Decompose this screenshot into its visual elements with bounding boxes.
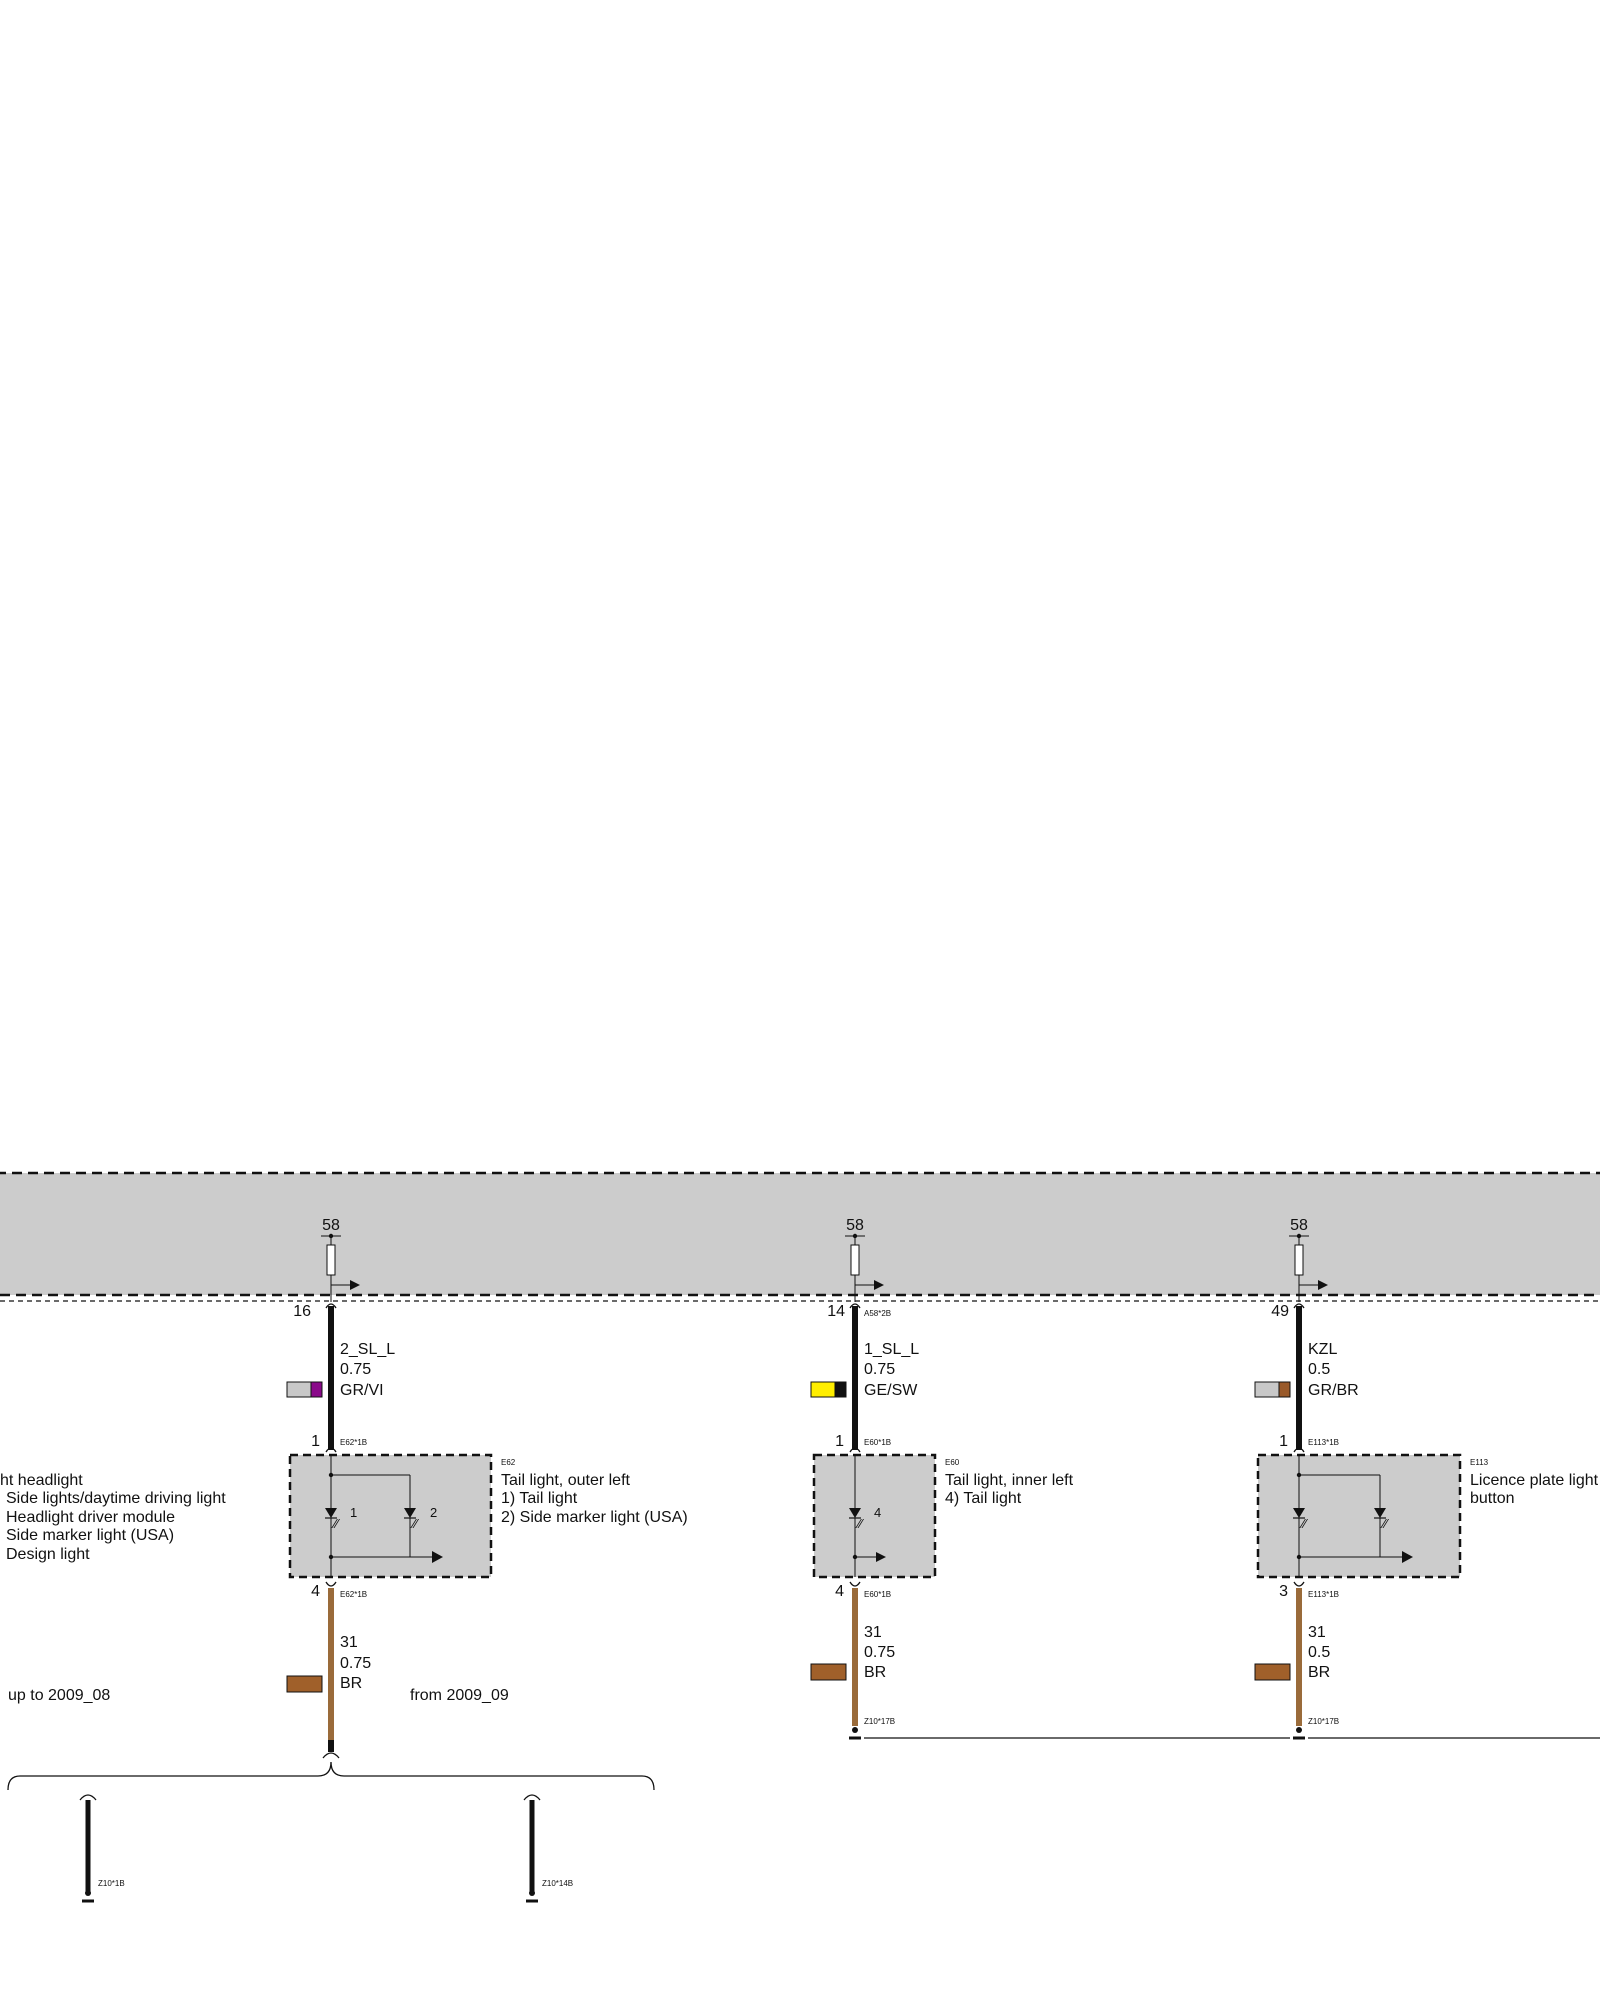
left-partial-line-1: Side lights/daytime driving light (6, 1490, 226, 1507)
circuit-e62: 58 16 2_SL_L 0.75 GR/VI 1 E62*1B (286, 1217, 688, 1759)
svg-text:⁄⁄: ⁄⁄ (855, 1516, 864, 1531)
variant-split: up to 2009_08 from 2009_09 Z10*1B Z10*14… (7, 1687, 655, 1903)
supply-terminal-label: 58 (846, 1217, 864, 1234)
wire-size: 0.5 (1308, 1361, 1330, 1378)
ground-point: Z10*17B (864, 1717, 895, 1726)
left-partial-component: ht headlight Side lights/daytime driving… (0, 1472, 226, 1563)
ground-wire-color: BR (864, 1664, 886, 1681)
ground-wire-size: 0.75 (864, 1644, 895, 1661)
connector-out: E62*1B (340, 1590, 367, 1599)
component-e62: ⁄⁄ ⁄⁄ 1 2 (288, 1453, 493, 1579)
wire-name: 2_SL_L (340, 1341, 395, 1358)
connector-out: E60*1B (864, 1590, 891, 1599)
diode-label-1: 1 (350, 1505, 357, 1520)
svg-text:⁄⁄: ⁄⁄ (410, 1516, 419, 1531)
ground-wire-name: 31 (1308, 1624, 1326, 1641)
svg-text:⁄⁄: ⁄⁄ (1299, 1516, 1308, 1531)
pin-in: 1 (311, 1433, 320, 1450)
connector-in: E113*1B (1308, 1438, 1339, 1447)
wire-color: GR/BR (1308, 1382, 1359, 1399)
wire-color: GR/VI (340, 1382, 384, 1399)
variant-left-ground: Z10*1B (98, 1879, 125, 1888)
component-code: E60 (945, 1458, 960, 1467)
component-line-1: 4) Tail light (945, 1490, 1022, 1507)
component-line-1: 1) Tail light (501, 1490, 578, 1507)
connector-in: E62*1B (340, 1438, 367, 1447)
wire-color-swatch (810, 1381, 847, 1398)
connector-in: E60*1B (864, 1438, 891, 1447)
ground-wire-name: 31 (864, 1624, 882, 1641)
supply-terminal-label: 58 (322, 1217, 340, 1234)
ground-wire-name: 31 (340, 1634, 358, 1651)
ground-wire-swatch (1254, 1663, 1291, 1681)
connector-out: E113*1B (1308, 1590, 1339, 1599)
component-e60: ⁄⁄ 4 (812, 1453, 937, 1579)
supply-terminal-label: 58 (1290, 1217, 1308, 1234)
diode-label-4: 4 (874, 1505, 881, 1520)
component-title: Licence plate light (1470, 1472, 1599, 1489)
ground-wire-swatch (286, 1675, 323, 1693)
component-e113: ⁄⁄ ⁄⁄ (1256, 1453, 1462, 1579)
component-title: Tail light, outer left (501, 1472, 631, 1489)
supply-symbol: 58 (321, 1217, 360, 1302)
pin-in: 1 (1279, 1433, 1288, 1450)
wire-color-swatch (1254, 1381, 1291, 1398)
supply-symbol: 58 (1289, 1217, 1328, 1302)
connector-top: A58*2B (864, 1309, 891, 1318)
wire-name: 1_SL_L (864, 1341, 919, 1358)
wire-color: GE/SW (864, 1382, 918, 1399)
ground-wire-color: BR (340, 1675, 362, 1692)
supply-symbol: 58 (845, 1217, 884, 1302)
component-code: E113 (1470, 1458, 1489, 1467)
left-partial-line-2: Headlight driver module (6, 1509, 175, 1526)
diode-label-2: 2 (430, 1505, 437, 1520)
wire-name: KZL (1308, 1341, 1337, 1358)
ground-wire-size: 0.75 (340, 1655, 371, 1672)
left-partial-line-3: Side marker light (USA) (6, 1527, 174, 1544)
component-line-2: 2) Side marker light (USA) (501, 1509, 688, 1526)
ground-wire-swatch (810, 1663, 847, 1681)
wire-size: 0.75 (340, 1361, 371, 1378)
left-partial-line-4: Design light (6, 1546, 90, 1563)
control-module-band (0, 1171, 1600, 1302)
circuit-e113: 58 49 KZL 0.5 GR/BR 1 E113*1B (1254, 1217, 1599, 1740)
pin-in: 1 (835, 1433, 844, 1450)
component-line-1: button (1470, 1490, 1514, 1507)
wire-size: 0.75 (864, 1361, 895, 1378)
component-title: Tail light, inner left (945, 1472, 1074, 1489)
wire-color-swatch (286, 1381, 323, 1398)
left-partial-title: ht headlight (0, 1472, 83, 1489)
pin-top: 49 (1271, 1303, 1289, 1320)
ground-wire-size: 0.5 (1308, 1644, 1330, 1661)
variant-right-label: from 2009_09 (410, 1687, 509, 1704)
svg-text:⁄⁄: ⁄⁄ (331, 1516, 340, 1531)
ground-point: Z10*17B (1308, 1717, 1339, 1726)
circuit-e60: 58 14 A58*2B 1_SL_L 0.75 GE/SW 1 E60*1B (810, 1217, 1074, 1740)
pin-top: 14 (827, 1303, 845, 1320)
pin-top: 16 (293, 1303, 311, 1320)
pin-out: 4 (311, 1583, 320, 1600)
variant-right-ground: Z10*14B (542, 1879, 573, 1888)
component-code: E62 (501, 1458, 516, 1467)
ground-wire-color: BR (1308, 1664, 1330, 1681)
pin-out: 4 (835, 1583, 844, 1600)
svg-text:⁄⁄: ⁄⁄ (1380, 1516, 1389, 1531)
variant-left-label: up to 2009_08 (8, 1687, 110, 1704)
pin-out: 3 (1279, 1583, 1288, 1600)
